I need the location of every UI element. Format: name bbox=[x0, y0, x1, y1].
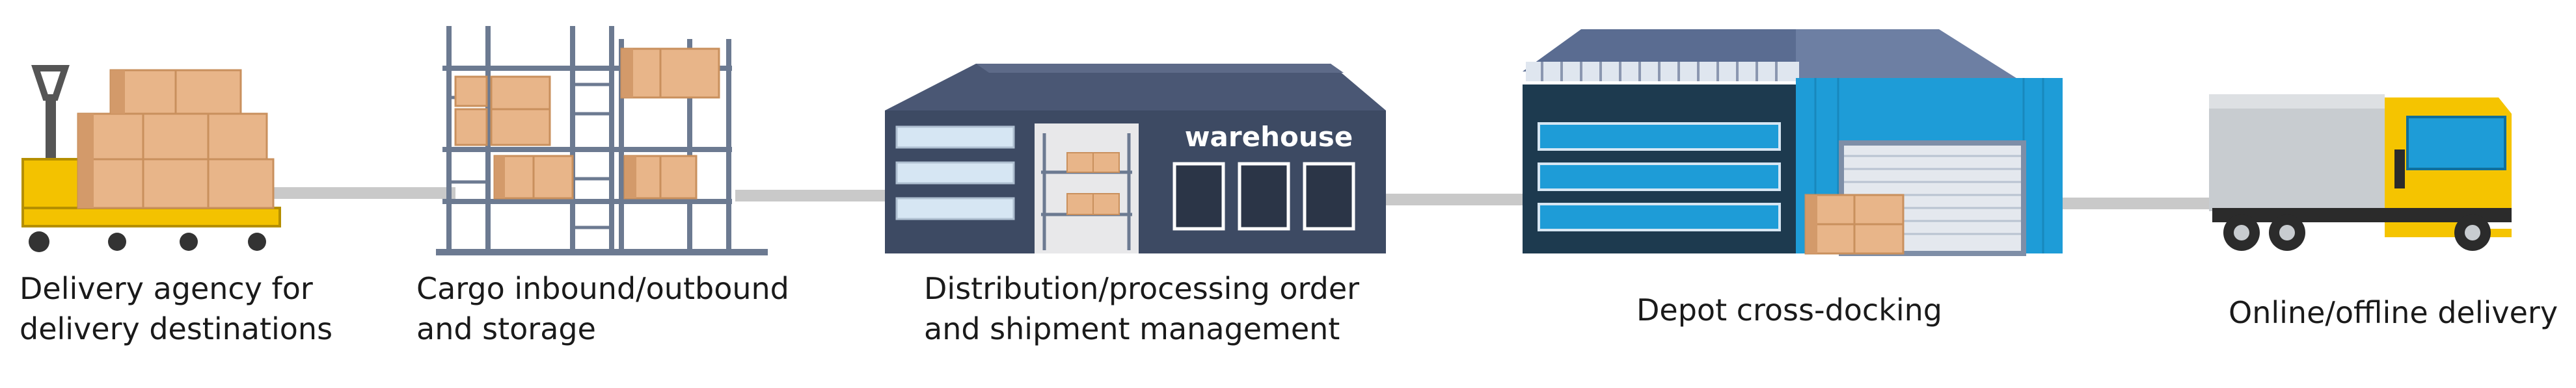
connector-4 bbox=[2063, 198, 2219, 209]
caption-depot-cross-docking: Depot cross-docking bbox=[1636, 290, 1942, 330]
warehouse-building-icon: warehouse bbox=[885, 64, 1386, 253]
caption-line: and shipment management bbox=[924, 311, 1340, 346]
warehouse-sign-text: warehouse bbox=[1185, 121, 1353, 153]
caption-line: Distribution/processing order bbox=[924, 271, 1360, 306]
caption-line: Cargo inbound/outbound bbox=[416, 271, 789, 306]
delivery-truck-icon bbox=[2209, 94, 2512, 251]
caption-line: delivery destinations bbox=[20, 311, 333, 346]
storage-rack-icon bbox=[436, 26, 768, 255]
connector-2 bbox=[735, 190, 904, 201]
caption-line: Online/offline delivery bbox=[2229, 295, 2558, 330]
connector-1 bbox=[260, 187, 455, 199]
connector-lines bbox=[260, 187, 2219, 209]
depot-building-icon bbox=[1523, 29, 2063, 256]
caption-cargo-storage: Cargo inbound/outbound and storage bbox=[416, 268, 789, 349]
caption-line: and storage bbox=[416, 311, 596, 346]
caption-distribution: Distribution/processing order and shipme… bbox=[924, 268, 1359, 349]
caption-online-offline-delivery: Online/offline delivery bbox=[2229, 292, 2558, 333]
caption-delivery-agency: Delivery agency for delivery destination… bbox=[20, 268, 332, 349]
caption-line: Depot cross-docking bbox=[1636, 292, 1942, 328]
caption-line: Delivery agency for bbox=[20, 271, 313, 306]
connector-3 bbox=[1386, 194, 1536, 205]
pallet-jack-icon bbox=[21, 65, 281, 252]
